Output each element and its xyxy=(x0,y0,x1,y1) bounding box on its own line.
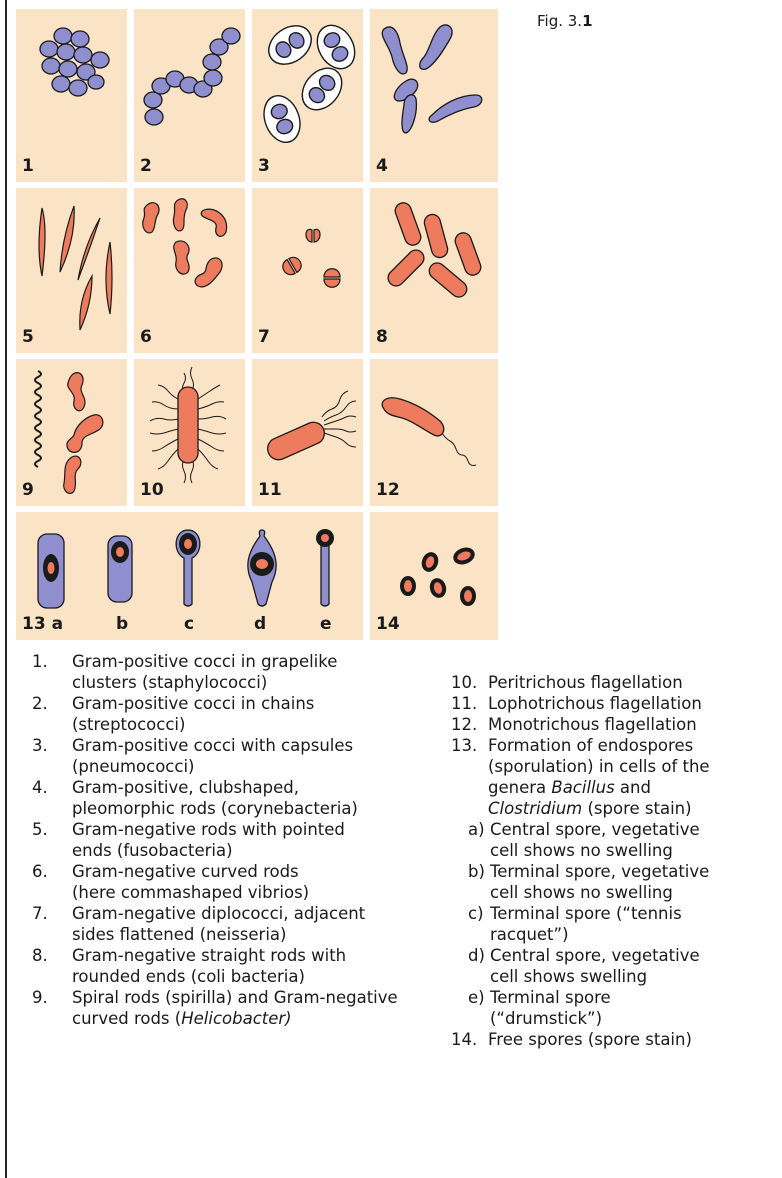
panel-9: 9 xyxy=(16,359,127,506)
panel-label-8: 8 xyxy=(376,327,388,347)
panel-4: 4 xyxy=(370,9,498,182)
panel-13: 13 a b c d e xyxy=(16,512,363,640)
caption-item-13: 13.Formation of endospores(sporulation) … xyxy=(451,735,776,819)
panel-label-6: 6 xyxy=(140,327,152,347)
panel-label-10: 10 xyxy=(140,480,164,500)
panel-label-11: 11 xyxy=(258,480,282,500)
caption-item-6: 6.Gram-negative curved rods(here commash… xyxy=(32,861,437,903)
panel-label-9: 9 xyxy=(22,480,34,500)
panel-label-7: 7 xyxy=(258,327,270,347)
caption-item-9: 9.Spiral rods (spirilla) and Gram-negati… xyxy=(32,987,437,1029)
panel-3: 3 xyxy=(252,9,363,182)
panel-label-13e: e xyxy=(320,614,332,634)
panel-14: 14 xyxy=(370,512,498,640)
caption-item-4: 4.Gram-positive, clubshaped,pleomorphic … xyxy=(32,777,437,819)
panel-label-1: 1 xyxy=(22,156,34,176)
figure-label: Fig. 3.1 xyxy=(537,12,593,30)
caption-list-right: 10.Peritrichous flagellation 11.Lophotri… xyxy=(451,672,776,1050)
panel-11: 11 xyxy=(252,359,363,506)
left-margin-rule xyxy=(5,0,7,1178)
panel-label-13c: c xyxy=(184,614,194,634)
panel-label-13b: b xyxy=(116,614,128,634)
corynebacteria-illustration xyxy=(370,9,498,182)
panel-8: 8 xyxy=(370,188,498,353)
panel-10: 10 xyxy=(134,359,245,506)
panel-label-4: 4 xyxy=(376,156,388,176)
caption-item-10: 10.Peritrichous flagellation xyxy=(451,672,776,693)
caption-item-3: 3.Gram-positive cocci with capsules(pneu… xyxy=(32,735,437,777)
panel-label-12: 12 xyxy=(376,480,400,500)
panel-label-5: 5 xyxy=(22,327,34,347)
panel-5: 5 xyxy=(16,188,127,353)
panel-12: 12 xyxy=(370,359,498,506)
panel-label-14: 14 xyxy=(376,614,400,634)
caption-item-12: 12.Monotrichous flagellation xyxy=(451,714,776,735)
panel-label-13a: 13 a xyxy=(22,614,63,634)
panel-label-13d: d xyxy=(254,614,266,634)
coli-bacteria-illustration xyxy=(370,188,498,353)
caption-item-14: 14.Free spores (spore stain) xyxy=(451,1029,776,1050)
panel-6: 6 xyxy=(134,188,245,353)
panel-label-2: 2 xyxy=(140,156,152,176)
panel-label-3: 3 xyxy=(258,156,270,176)
panel-7: 7 xyxy=(252,188,363,353)
caption-sub-e: e)Terminal spore(“drumstick”) xyxy=(451,987,776,1029)
panel-2: 2 xyxy=(134,9,245,182)
panel-1: 1 xyxy=(16,9,127,182)
caption-item-11: 11.Lophotrichous flagellation xyxy=(451,693,776,714)
caption-item-2: 2.Gram-positive cocci in chains(streptoc… xyxy=(32,693,437,735)
